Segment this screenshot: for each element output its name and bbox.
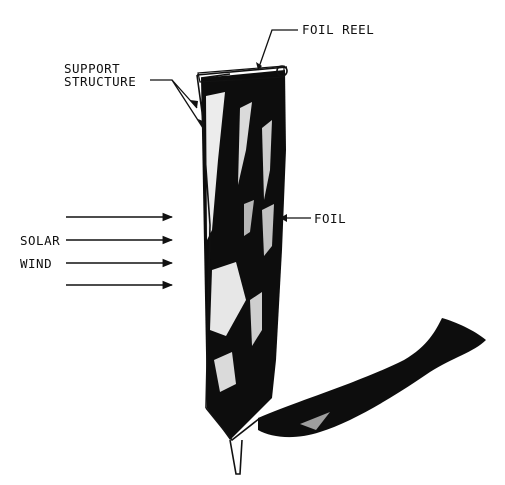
foil-reel (197, 65, 288, 83)
label-support-structure-line2: STRUCTURE (64, 74, 136, 89)
leader-lines (150, 29, 311, 219)
foil-sheet (201, 70, 286, 440)
solar-wind-arrows (66, 212, 174, 290)
support-structure (196, 66, 288, 475)
label-foil-reel: FOIL REEL (302, 22, 374, 37)
foil-tail (258, 318, 486, 438)
label-solar: SOLAR (20, 233, 60, 248)
label-wind: WIND (20, 256, 52, 271)
label-foil: FOIL (314, 211, 346, 226)
label-support-structure-line1: SUPPORT (64, 61, 120, 76)
